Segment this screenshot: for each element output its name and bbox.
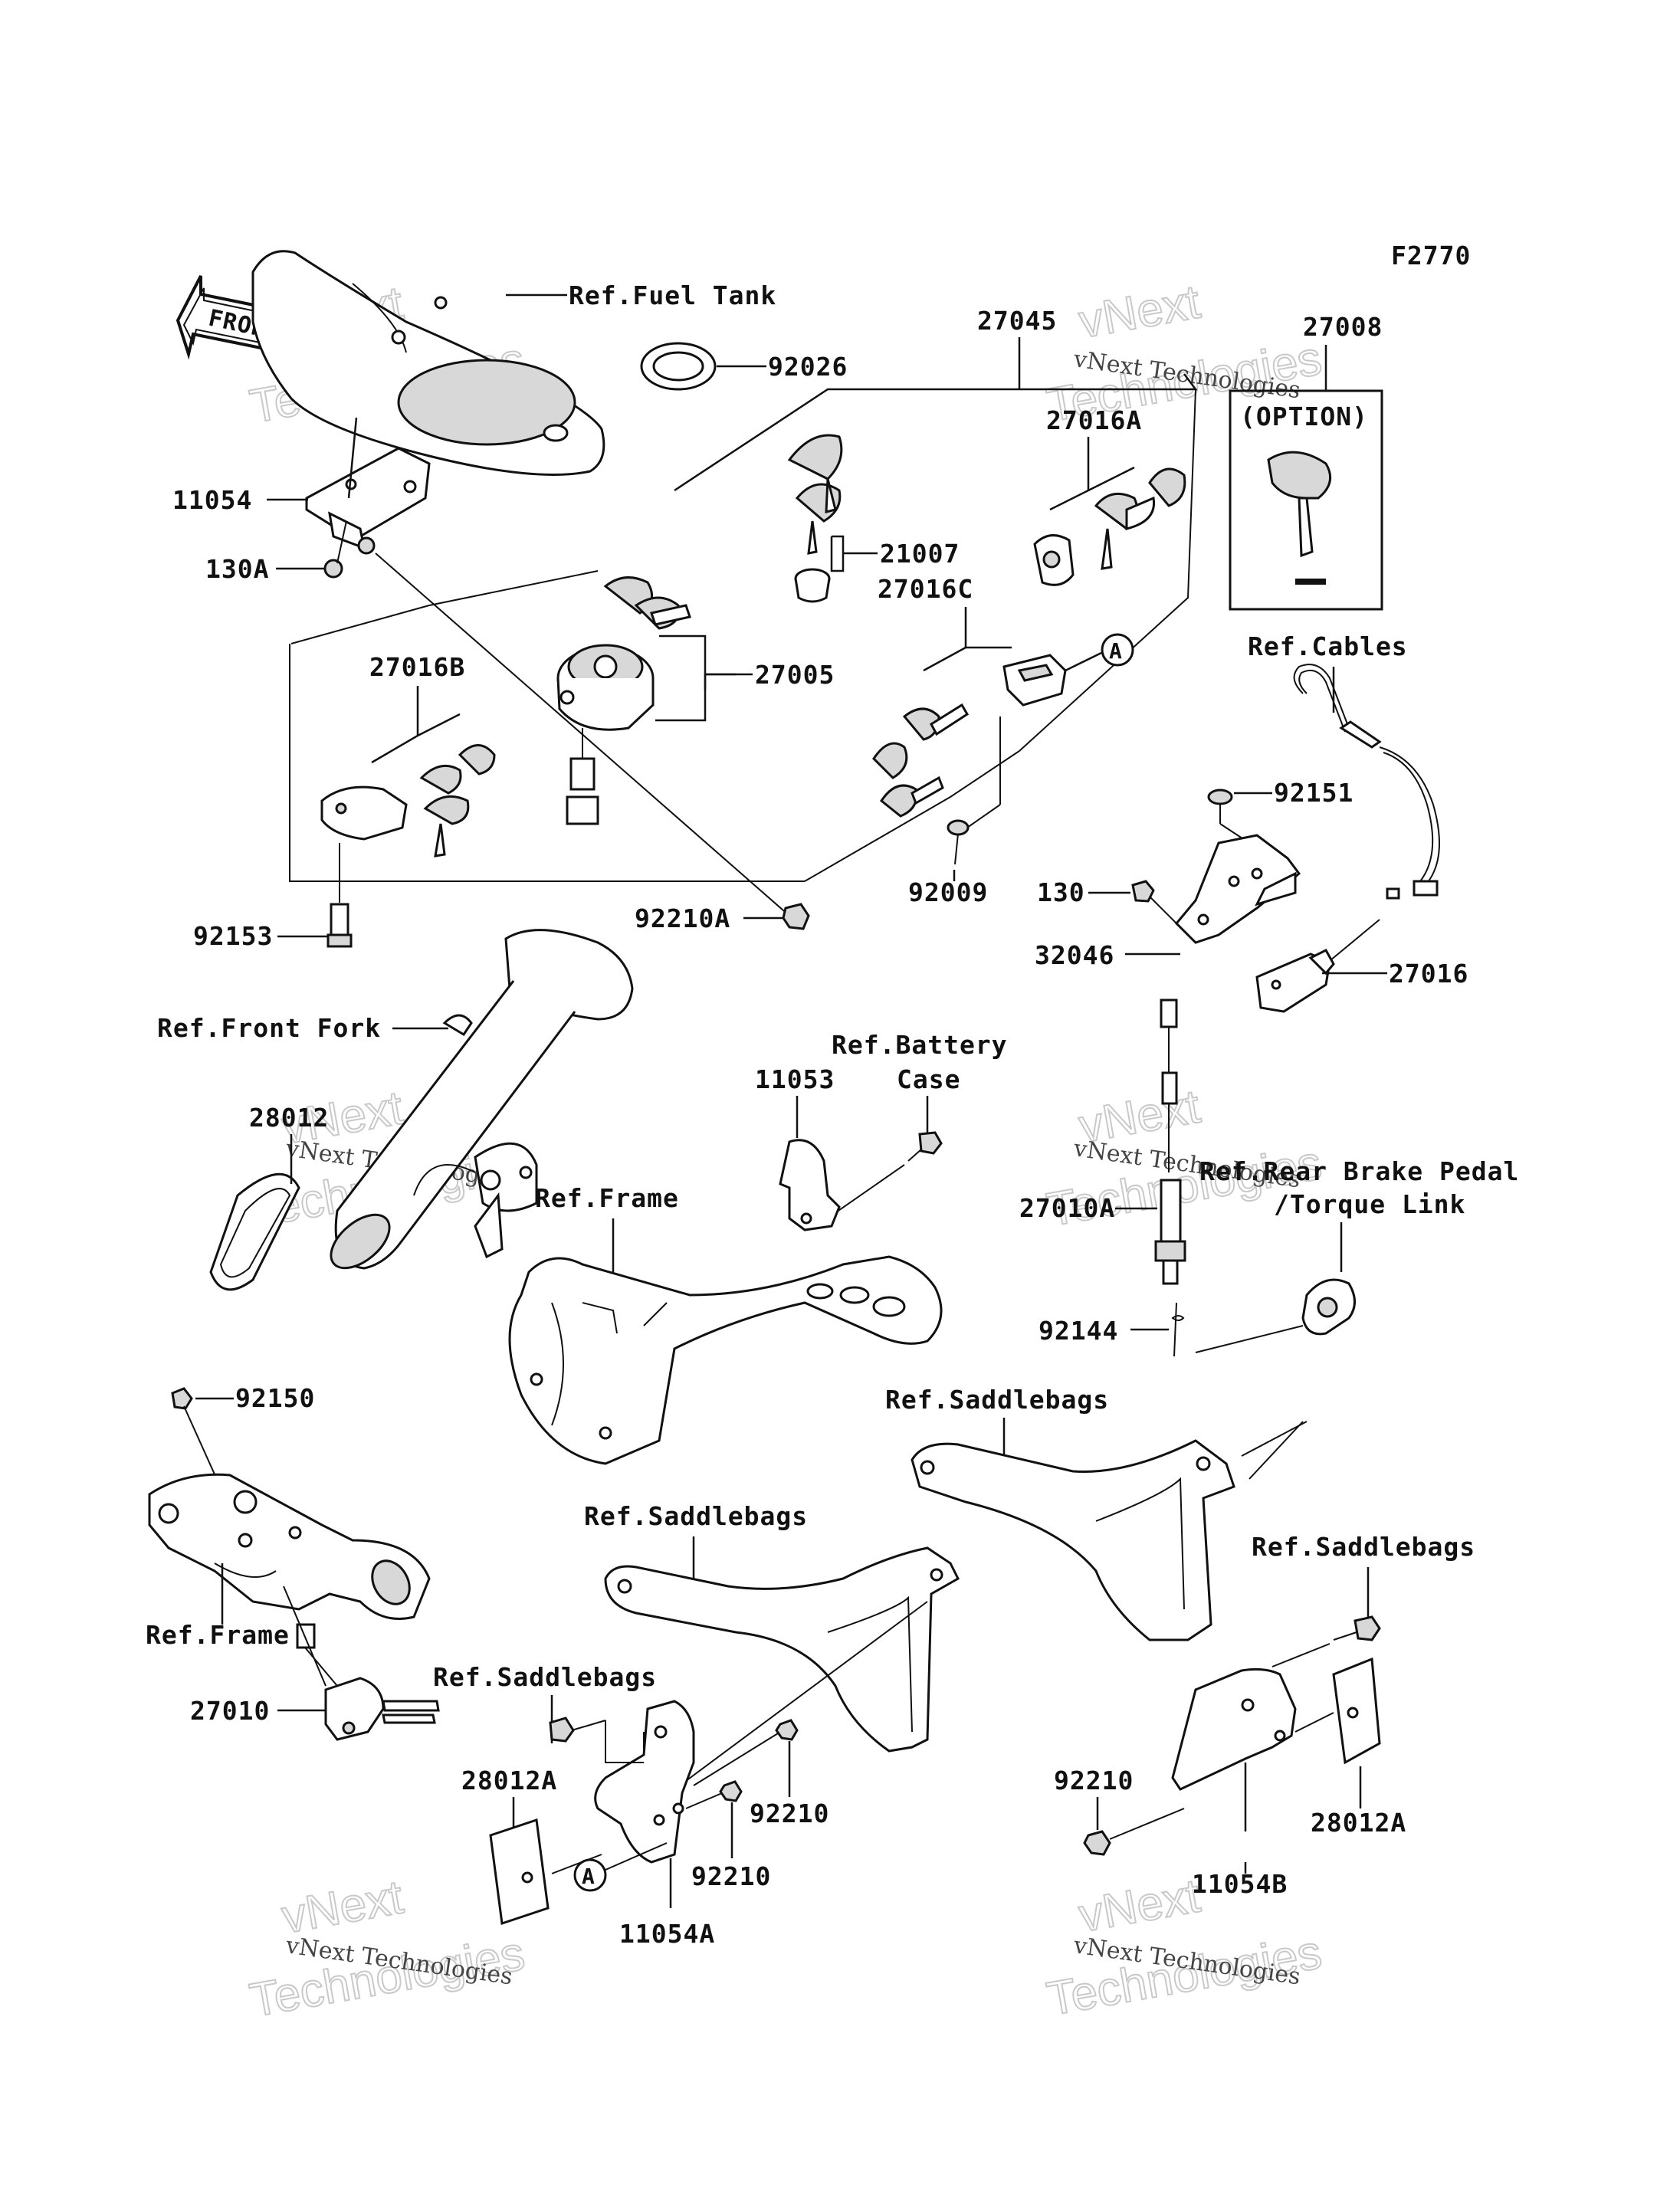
part-number: 27010 [190,1696,270,1726]
part-number: 92210A [635,903,730,933]
option-label: (OPTION) [1240,402,1368,431]
screw-right [1333,1615,1381,1641]
frame-lower-left [148,1473,431,1620]
ref-front-fork-label: Ref.Front Fork [157,1013,381,1043]
part-number: 92210 [750,1799,829,1828]
ignition-switch [556,576,691,825]
spring-92144 [1171,1302,1185,1357]
part-number: 21007 [880,539,960,569]
part-number: 92026 [768,352,848,382]
part-number: 27045 [977,306,1057,336]
cable-assembly [1293,664,1440,900]
key-icon [872,703,970,818]
screw-battery [907,1131,943,1162]
screw-92150 [171,1387,219,1484]
nut-92210A [782,903,810,930]
bracket-32046 [1174,834,1301,944]
ref-battery-label: Ref.Battery [832,1030,1008,1060]
lock-holder [320,785,408,841]
ref-rear-brake-label: Ref.Rear Brake Pedal [1199,1156,1519,1186]
part-number: 11053 [755,1064,835,1094]
ref-saddlebags-label: Ref.Saddlebags [433,1662,657,1692]
part-number: 92150 [235,1383,315,1413]
fuel-tank-cover [251,250,605,476]
ref-saddlebags-label: Ref.Saddlebags [584,1501,808,1531]
key-icon [1267,451,1332,585]
ref-saddlebags-label: Ref.Saddlebags [885,1385,1109,1415]
part-number: 27010A [1019,1193,1115,1223]
part-number: 27016 [1389,959,1468,989]
bolt-92153 [326,903,353,948]
key-cap [794,568,831,603]
part-number: 130A [205,554,269,584]
part-number: 11054 [172,485,252,515]
part-number: 28012 [249,1103,329,1133]
ref-frame-label: Ref.Frame [535,1183,679,1213]
part-number: 11054A [619,1919,715,1949]
bracket-11054B [1171,1667,1297,1791]
seal-ring-92026 [640,342,717,391]
part-number: 28012A [461,1766,557,1795]
screw-92009 [947,819,970,865]
ref-fuel-tank-label: Ref.Fuel Tank [569,280,776,310]
callout-A-bottom: A [573,1858,607,1892]
ref-rear-brake-label: /Torque Link [1274,1189,1465,1219]
key-icon [419,744,496,857]
saddlebag-bracket-middle [604,1546,960,1753]
part-number: 27016C [878,574,973,604]
lock-bracket [1002,654,1067,707]
bracket-11053 [779,1139,841,1231]
bracket-11054A [594,1700,695,1864]
screw-lower [549,1717,606,1743]
nut-92210-right [1083,1830,1111,1856]
watermark-text-large: vNext [1075,275,1204,348]
bolt-130 [1131,880,1177,924]
part-number: 92009 [908,877,988,907]
pad-28012 [209,1172,300,1291]
part-number: 92210 [691,1861,771,1891]
watermark-bottom-left: vNext Technologies [245,1870,529,2028]
part-number: 27008 [1303,312,1383,342]
part-number: 32046 [1035,940,1114,970]
frame-section [508,1255,943,1465]
part-number: 92151 [1274,778,1354,808]
ref-cables-label: Ref.Cables [1248,631,1408,661]
callout-letter: A [1109,638,1123,664]
part-number: 28012A [1311,1808,1406,1838]
part-number: 92210 [1054,1766,1134,1795]
screw-92151 [1207,789,1233,824]
part-number: 92153 [193,921,273,951]
part-number: 27016B [369,652,465,682]
option-box [1229,389,1383,611]
switch-27010A [1154,998,1186,1285]
part-number: 27005 [755,660,835,690]
ref-battery-label: Case [897,1064,960,1094]
saddlebag-bracket-upper [911,1439,1235,1641]
ref-saddlebags-label: Ref.Saddlebags [1252,1532,1475,1562]
key-icon [1094,467,1186,570]
lock-cylinder [1033,534,1075,586]
part-number: 27016A [1046,405,1142,435]
figure-code: F2770 [1391,241,1471,271]
callout-letter: A [582,1864,596,1889]
pad-28012A-left [489,1818,550,1925]
nut-92210-b [719,1780,743,1802]
switch-27010 [296,1623,440,1741]
brake-pedal-part [1301,1278,1356,1336]
bracket-11054 [305,447,431,550]
pad-28012A-right [1332,1657,1381,1765]
ref-frame-label: Ref.Frame [146,1620,290,1650]
callout-A-top: A [1101,633,1134,667]
nut-icon [357,536,376,555]
part-number: 92144 [1039,1316,1118,1346]
switch-27016 [1255,949,1335,1013]
part-number: 130 [1037,877,1085,907]
front-fork [330,929,634,1270]
nut-92210-a [775,1719,799,1741]
part-number: 11054B [1192,1869,1288,1899]
watermark-text-large: vNext [1075,1869,1204,1942]
key-icon [787,434,843,555]
